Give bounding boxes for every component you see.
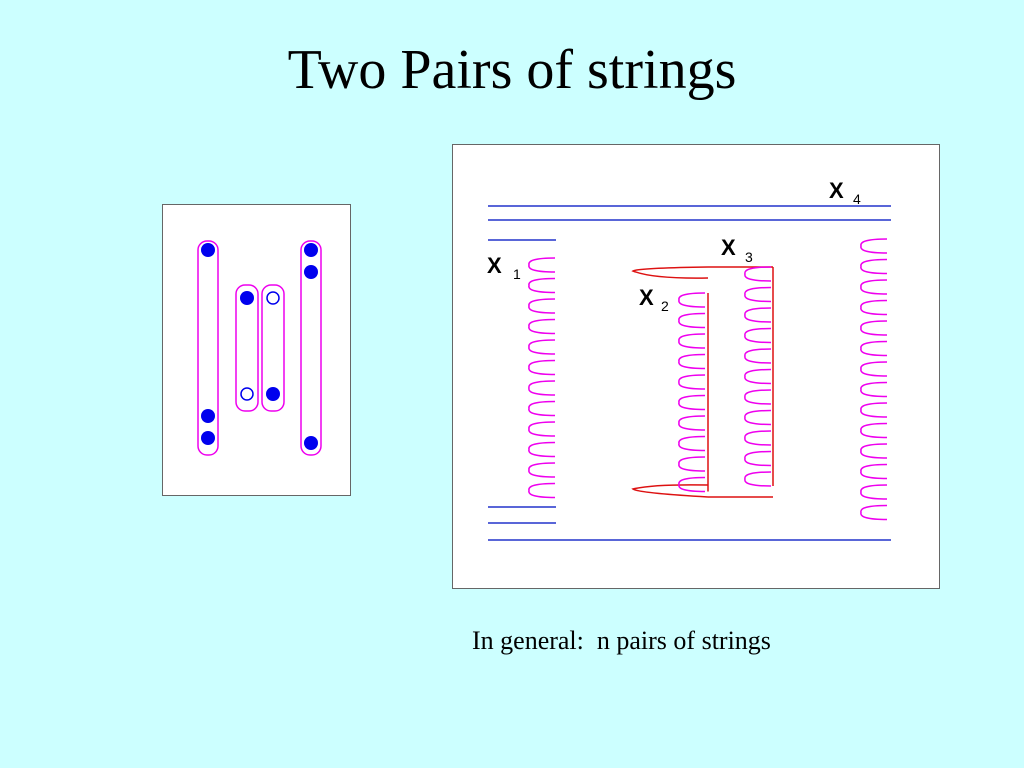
enclosure-inner-right bbox=[261, 284, 285, 412]
strings-svg: X 1 X 2 X 3 X 4 bbox=[487, 178, 891, 541]
x2-string-arc bbox=[678, 312, 706, 329]
x4-string-arc bbox=[860, 463, 888, 480]
x1-string-arc bbox=[528, 380, 556, 396]
x2-string-arc bbox=[678, 456, 706, 472]
x1-string-arc bbox=[528, 421, 556, 437]
x3-string-arc bbox=[744, 307, 772, 323]
x4-label: X bbox=[829, 178, 844, 203]
x3-string-arc bbox=[744, 348, 772, 364]
dot-open bbox=[266, 291, 280, 305]
x1-string-arc bbox=[528, 257, 556, 273]
x2-string-arc bbox=[678, 394, 706, 411]
x4-string-arc bbox=[860, 422, 888, 439]
x1-string-arc bbox=[528, 482, 556, 499]
x3-string-arc bbox=[744, 266, 772, 282]
x3-label: X bbox=[721, 235, 736, 260]
dot-filled bbox=[304, 436, 318, 450]
dot-pairs-diagram bbox=[162, 204, 351, 496]
x4-string-arc bbox=[860, 279, 888, 295]
dot-pairs-svg bbox=[197, 240, 322, 456]
x2-string-arc bbox=[678, 333, 706, 349]
x3-string-arc bbox=[744, 409, 772, 426]
x2-string-arc bbox=[678, 476, 706, 493]
x4-string-arc bbox=[860, 484, 888, 500]
x1-string-arc bbox=[528, 462, 556, 478]
x1-label: X bbox=[487, 253, 502, 278]
dot-filled bbox=[266, 387, 280, 401]
x1-string-arc bbox=[528, 277, 556, 294]
dot-filled bbox=[201, 431, 215, 445]
caption: In general: n pairs of strings bbox=[472, 626, 771, 655]
x2-string-arc bbox=[678, 435, 706, 452]
enclosure-right bbox=[300, 240, 322, 456]
x4-string-arc bbox=[860, 504, 888, 521]
strings-diagram: X 1 X 2 X 3 X 4 bbox=[452, 144, 940, 589]
dot-filled bbox=[304, 243, 318, 257]
x4-string-arc bbox=[860, 361, 888, 377]
dot-filled bbox=[201, 243, 215, 257]
x3-subscript: 3 bbox=[745, 249, 753, 265]
x4-string-arc bbox=[860, 340, 888, 357]
x4-subscript: 4 bbox=[853, 191, 861, 207]
x3-string-arc bbox=[744, 450, 772, 467]
enclosure-inner-left bbox=[235, 284, 259, 412]
x1-string-arc bbox=[528, 298, 556, 314]
x1-string-arc bbox=[528, 318, 556, 335]
string-arcs bbox=[528, 238, 888, 521]
dot-filled bbox=[240, 291, 254, 305]
x2-label: X bbox=[639, 285, 654, 310]
x3-string-arc bbox=[744, 327, 772, 344]
x1-string-arc bbox=[528, 441, 556, 458]
x2-string-arc bbox=[678, 292, 706, 308]
x4-string-arc bbox=[860, 381, 888, 398]
x3-string-arc bbox=[744, 389, 772, 405]
x3-string-arc bbox=[744, 368, 772, 385]
dot-open bbox=[240, 387, 254, 401]
x4-string-arc bbox=[860, 320, 888, 336]
x2-string-arc bbox=[678, 353, 706, 370]
x4-string-arc bbox=[860, 238, 888, 254]
x1-string-arc bbox=[528, 339, 556, 355]
x3-string-arc bbox=[744, 286, 772, 303]
slide-title: Two Pairs of strings bbox=[287, 39, 737, 101]
x4-string-arc bbox=[860, 402, 888, 418]
x3-string-arc bbox=[744, 471, 772, 487]
x2-string-arc bbox=[678, 374, 706, 390]
x4-string-arc bbox=[860, 299, 888, 316]
x4-string-arc bbox=[860, 258, 888, 275]
dot-filled bbox=[201, 409, 215, 423]
x1-string-arc bbox=[528, 359, 556, 376]
enclosure-left bbox=[197, 240, 219, 456]
x1-subscript: 1 bbox=[513, 266, 521, 282]
x2-subscript: 2 bbox=[661, 298, 669, 314]
x4-string-arc bbox=[860, 443, 888, 459]
x1-string-arc bbox=[528, 400, 556, 417]
x2-string-arc bbox=[678, 415, 706, 431]
dot-filled bbox=[304, 265, 318, 279]
x3-string-arc bbox=[744, 430, 772, 446]
